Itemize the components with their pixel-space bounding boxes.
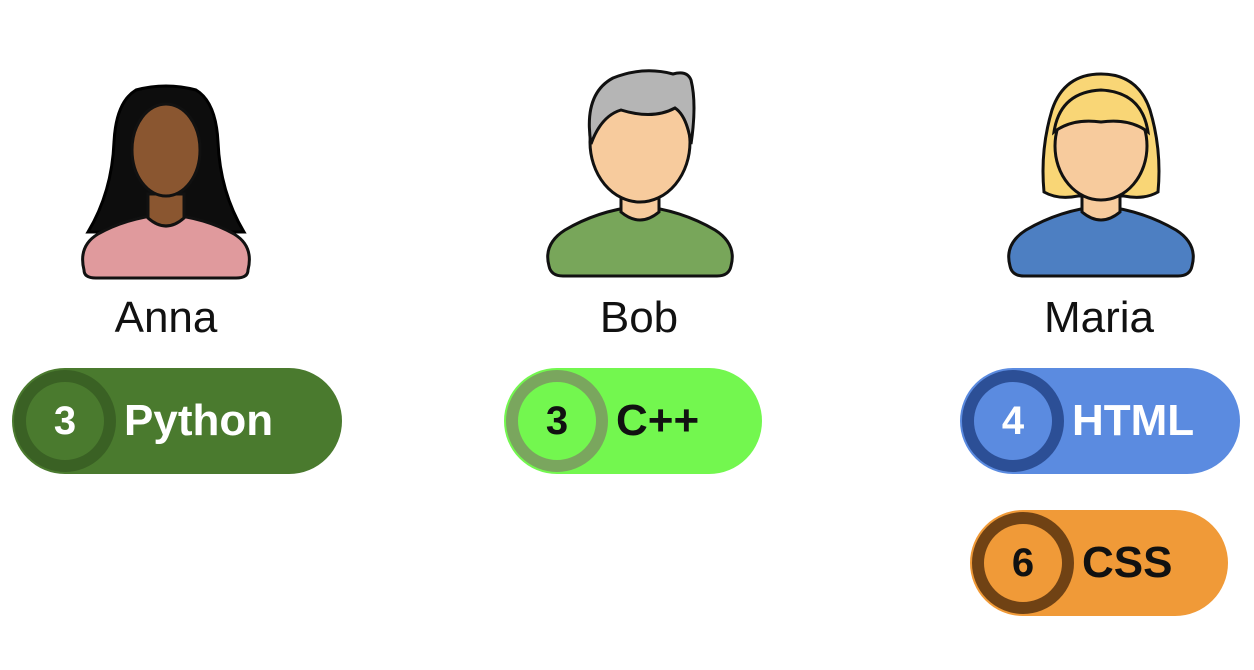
avatar-anna bbox=[81, 84, 251, 280]
skill-pill-python[interactable]: 3 Python bbox=[12, 368, 342, 474]
skill-level-cpp: 3 bbox=[506, 370, 608, 472]
skill-level-python: 3 bbox=[14, 370, 116, 472]
person-name-maria: Maria bbox=[1043, 293, 1155, 342]
skill-pill-cpp[interactable]: 3 C++ bbox=[504, 368, 762, 474]
skill-level-css: 6 bbox=[972, 512, 1074, 614]
skill-level-html: 4 bbox=[962, 370, 1064, 472]
skill-pill-css[interactable]: 6 CSS bbox=[970, 510, 1228, 616]
avatar-maria bbox=[1007, 72, 1195, 278]
skill-name-cpp: C++ bbox=[616, 396, 700, 445]
skill-name-html: HTML bbox=[1072, 396, 1195, 445]
skill-pill-html[interactable]: 4 HTML bbox=[960, 368, 1240, 474]
person-name-anna: Anna bbox=[114, 293, 218, 342]
skill-name-python: Python bbox=[124, 396, 274, 445]
skill-name-css: CSS bbox=[1082, 538, 1173, 587]
person-name-bob: Bob bbox=[599, 293, 679, 342]
avatar-bob bbox=[546, 69, 734, 278]
